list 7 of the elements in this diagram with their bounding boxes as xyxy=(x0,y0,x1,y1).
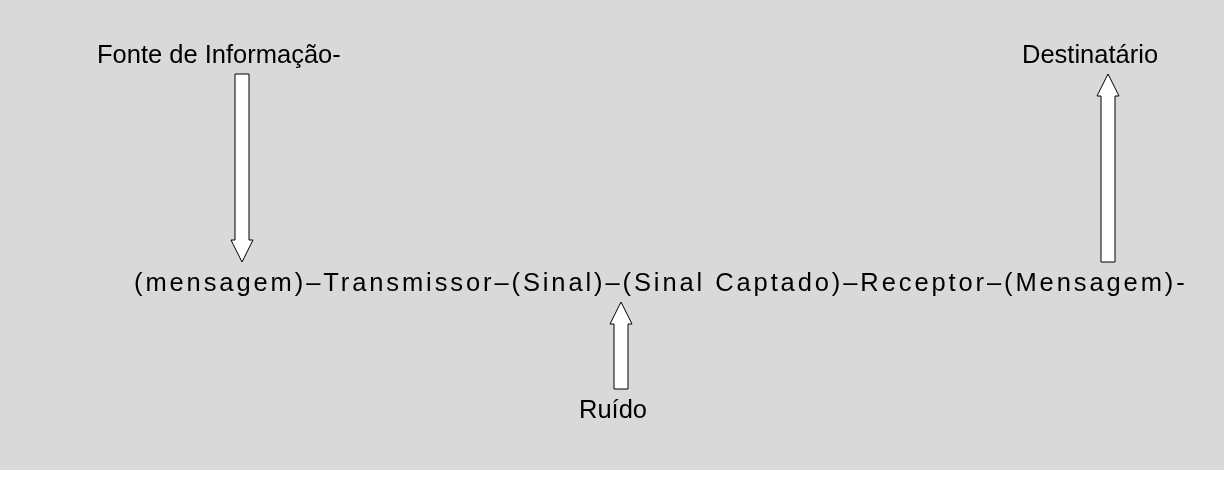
destination-label: Destinatário xyxy=(1022,40,1159,68)
communication-chain-text: (mensagem)–Transmissor–(Sinal)–(Sinal Captado)–Receptor–(Mensagem)- xyxy=(134,268,1188,296)
source-label: Fonte de Informação- xyxy=(97,40,341,68)
block-arrow xyxy=(1096,73,1120,263)
noise-label: Ruído xyxy=(579,395,648,423)
block-arrow xyxy=(609,301,633,390)
block-arrow xyxy=(230,73,254,263)
